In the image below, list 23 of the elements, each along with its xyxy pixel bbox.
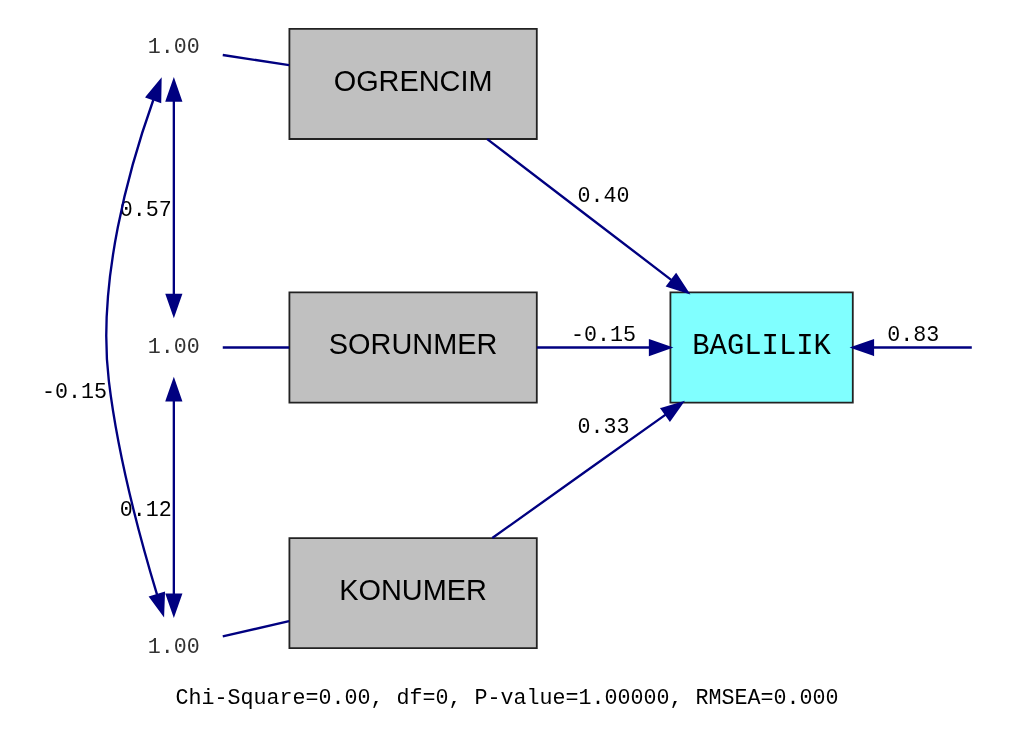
edge-label: 0.40 xyxy=(577,184,630,210)
arrow xyxy=(491,400,685,539)
node-box: OGRENCIM xyxy=(288,27,538,140)
arrow xyxy=(486,138,690,295)
arrow xyxy=(104,77,165,618)
node-text: 1.00 xyxy=(147,35,200,61)
node-text: 1.00 xyxy=(147,634,200,660)
arrow xyxy=(849,338,972,357)
node-box: KONUMER xyxy=(288,537,538,650)
node-box: BAGLILIK xyxy=(669,291,854,404)
connector xyxy=(222,53,289,67)
edge-label: 0.83 xyxy=(886,323,939,349)
arrow xyxy=(164,77,182,319)
connector xyxy=(222,620,289,638)
node-text: 1.00 xyxy=(147,335,200,361)
edge-label: -0.15 xyxy=(41,380,107,406)
node-box: SORUNMER xyxy=(288,291,538,404)
arrow xyxy=(536,338,673,357)
edge-label: -0.15 xyxy=(570,323,636,349)
edge-label: 0.33 xyxy=(577,415,630,441)
caption: Chi-Square=0.00, df=0, P-value=1.00000, RMSEA=0.000 xyxy=(175,686,838,712)
arrow xyxy=(164,376,182,619)
connector xyxy=(222,346,289,349)
